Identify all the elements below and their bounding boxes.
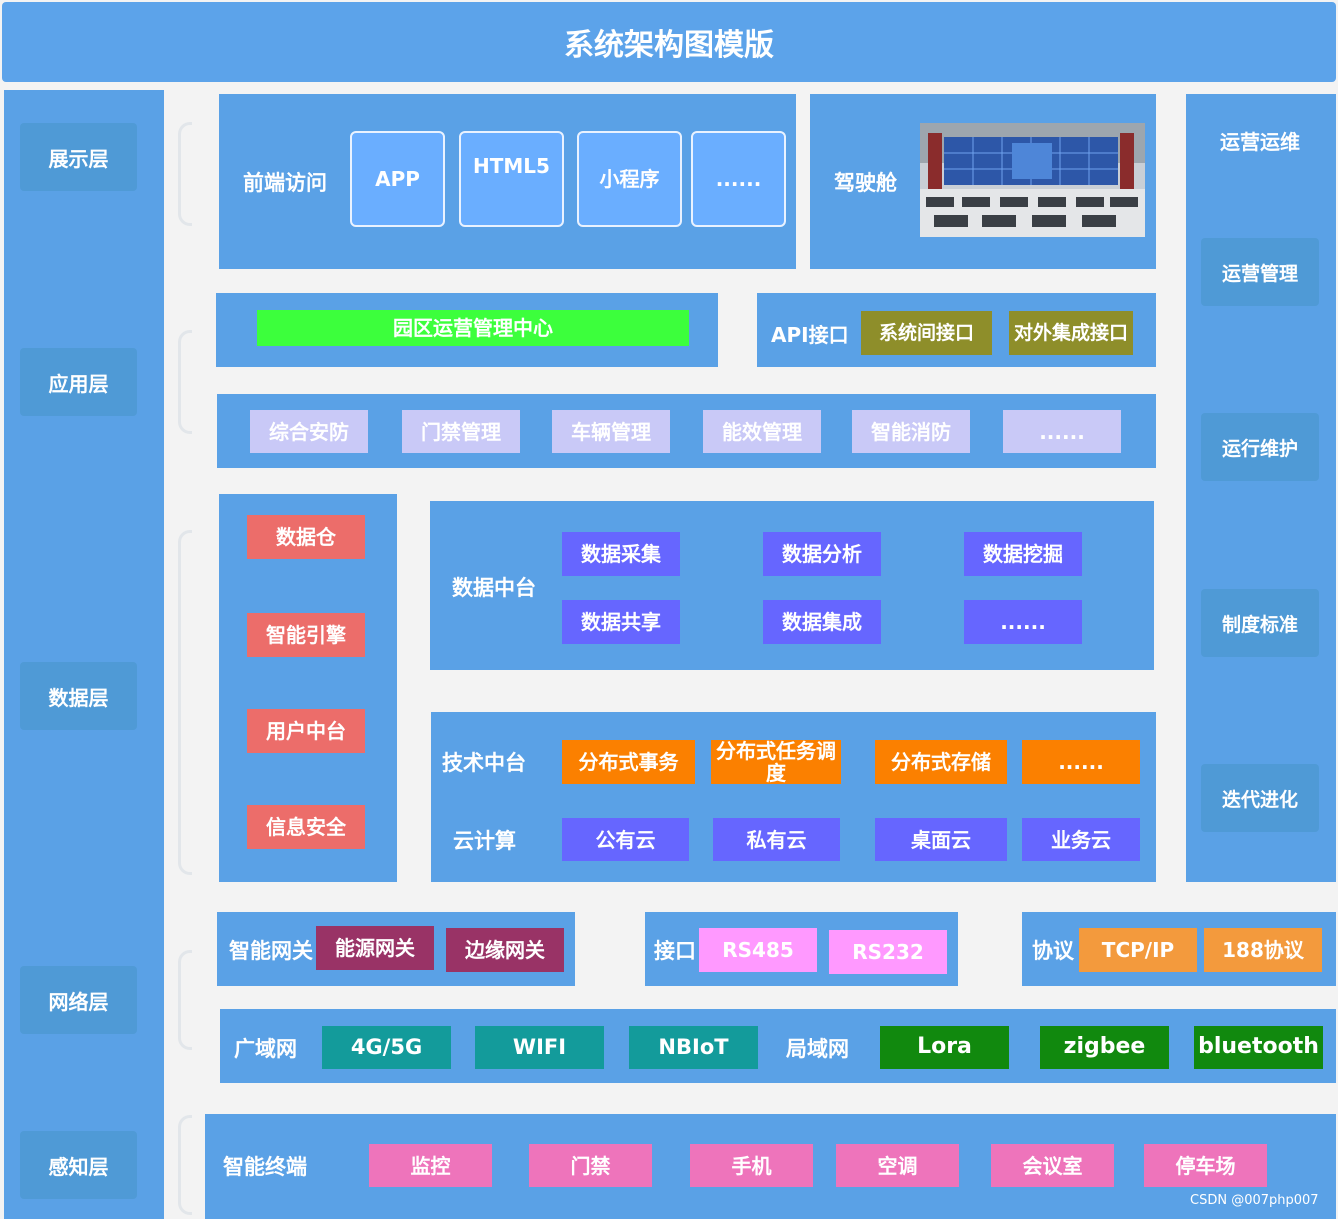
terminal-item-parking: 停车场 [1144, 1144, 1267, 1187]
layer-label-application: 应用层 [20, 348, 137, 416]
api-item-internal: 系统间接口 [861, 311, 992, 355]
api-label: API接口 [771, 322, 849, 347]
protocol-label: 协议 [1032, 939, 1074, 963]
protocol-item-tcpip: TCP/IP [1079, 928, 1197, 972]
cloud-label: 云计算 [453, 829, 516, 853]
app-item-energy: 能效管理 [703, 410, 821, 453]
apps-panel [217, 394, 1156, 468]
frontend-item-miniprogram: 小程序 [577, 131, 682, 227]
wan-item-wifi: WIFI [475, 1026, 604, 1069]
gateway-item-energy: 能源网关 [316, 926, 434, 970]
wan-item-nbiot: NBIoT [629, 1026, 758, 1069]
protocol-item-188: 188协议 [1204, 928, 1322, 972]
ops-column [1186, 94, 1336, 882]
layer-column [4, 90, 164, 1219]
api-item-external: 对外集成接口 [1009, 311, 1133, 355]
brace-data [178, 530, 192, 875]
tech-platform-label: 技术中台 [442, 751, 526, 775]
data-item-security: 信息安全 [247, 805, 365, 849]
ops-title: 运营运维 [1220, 130, 1300, 154]
data-item-user-platform: 用户中台 [247, 709, 365, 753]
data-platform-panel [430, 501, 1154, 670]
terminal-item-meeting-room: 会议室 [991, 1144, 1114, 1187]
frontend-item-more: ...... [691, 131, 786, 227]
data-platform-share: 数据共享 [562, 600, 680, 644]
app-item-access: 门禁管理 [402, 410, 520, 453]
page-title: 系统架构图模版 [564, 28, 774, 63]
gateway-label: 智能网关 [229, 939, 313, 963]
cockpit-image [920, 123, 1145, 237]
data-platform-integrate: 数据集成 [763, 600, 881, 644]
data-item-warehouse: 数据仓 [247, 515, 365, 559]
ops-item-management: 运营管理 [1201, 238, 1319, 306]
cloud-item-private: 私有云 [713, 818, 840, 861]
ops-item-iteration: 迭代进化 [1201, 764, 1319, 832]
terminal-item-phone: 手机 [690, 1144, 813, 1187]
data-item-engine: 智能引擎 [247, 613, 365, 657]
brace-perception [178, 1115, 192, 1215]
tech-item-transaction: 分布式事务 [562, 740, 695, 784]
watermark: CSDN @007php007 [1190, 1193, 1319, 1208]
cloud-item-desktop: 桌面云 [875, 818, 1007, 861]
terminal-item-ac: 空调 [836, 1144, 959, 1187]
cockpit-label: 驾驶舱 [834, 171, 897, 195]
layer-label-data: 数据层 [20, 662, 137, 730]
frontend-item-app: APP [350, 131, 445, 227]
tech-item-scheduling: 分布式任务调度 [711, 740, 841, 784]
layer-label-presentation: 展示层 [20, 123, 137, 191]
cloud-item-public: 公有云 [562, 818, 689, 861]
lan-item-lora: Lora [880, 1026, 1009, 1069]
data-platform-label: 数据中台 [452, 576, 536, 600]
interface-item-rs232: RS232 [829, 930, 947, 974]
tech-item-more: ...... [1022, 740, 1140, 784]
terminal-label: 智能终端 [223, 1155, 307, 1179]
brace-application [178, 330, 192, 434]
layer-label-network: 网络层 [20, 966, 137, 1034]
brace-network [178, 950, 192, 1050]
data-platform-collect: 数据采集 [562, 532, 680, 576]
ops-center-bar: 园区运营管理中心 [257, 310, 689, 346]
gateway-item-edge: 边缘网关 [446, 928, 564, 972]
data-platform-more: ...... [964, 600, 1082, 644]
app-item-fire: 智能消防 [852, 410, 970, 453]
tech-item-storage: 分布式存储 [875, 740, 1007, 784]
app-item-vehicle: 车辆管理 [552, 410, 670, 453]
ops-item-maintenance: 运行维护 [1201, 413, 1319, 481]
data-platform-mine: 数据挖掘 [964, 532, 1082, 576]
data-platform-analyze: 数据分析 [763, 532, 881, 576]
terminal-item-access: 门禁 [529, 1144, 652, 1187]
app-item-security: 综合安防 [250, 410, 368, 453]
terminal-item-monitor: 监控 [369, 1144, 492, 1187]
lan-item-bluetooth: bluetooth [1194, 1026, 1323, 1069]
frontend-label: 前端访问 [243, 171, 327, 195]
lan-label: 局域网 [786, 1037, 849, 1061]
frontend-item-html5: HTML5 [459, 131, 564, 227]
layer-label-perception: 感知层 [20, 1131, 137, 1199]
interface-label: 接口 [654, 939, 696, 963]
ops-item-standards: 制度标准 [1201, 589, 1319, 657]
app-item-more: ...... [1003, 410, 1121, 453]
interface-item-rs485: RS485 [699, 928, 817, 972]
lan-item-zigbee: zigbee [1040, 1026, 1169, 1069]
title-bar: 系统架构图模版 [2, 2, 1336, 82]
wan-item-4g5g: 4G/5G [322, 1026, 451, 1069]
brace-presentation [178, 122, 192, 226]
cloud-item-business: 业务云 [1022, 818, 1140, 861]
wan-label: 广域网 [234, 1037, 297, 1061]
